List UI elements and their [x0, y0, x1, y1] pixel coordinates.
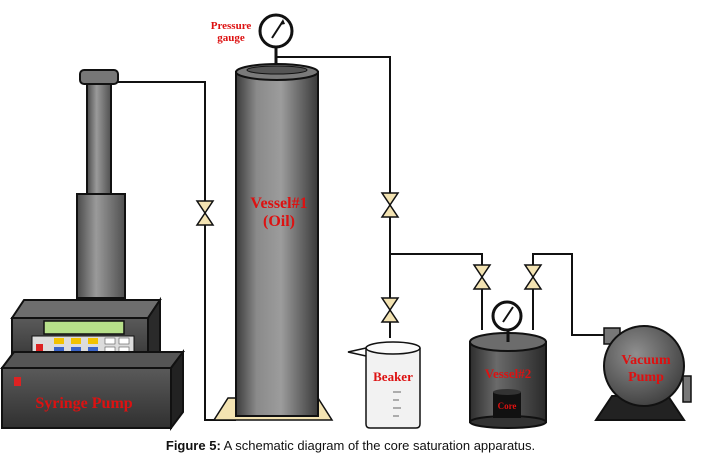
vessel-1: Vessel#1 (Oil)	[212, 63, 334, 421]
pressure-gauge-label-line1: Pressure	[211, 20, 252, 32]
valve-icon	[472, 264, 492, 290]
caption-text: A schematic diagram of the core saturati…	[220, 438, 536, 453]
core-sample	[493, 392, 521, 418]
core-label: Core	[498, 401, 517, 411]
vessel-2: Core Vessel#2	[469, 300, 547, 429]
figure-caption: Figure 5: A schematic diagram of the cor…	[0, 438, 701, 453]
pump-base-side	[170, 349, 184, 431]
beaker-spout	[347, 347, 367, 357]
beaker-rim	[365, 341, 421, 355]
pressure-gauge-label-line2: gauge	[217, 32, 245, 44]
key	[118, 337, 130, 345]
key	[54, 347, 64, 353]
key	[104, 337, 116, 345]
beaker-body	[365, 348, 421, 429]
vessel2-gauge-needle	[502, 306, 514, 323]
vacuum-pump-body	[603, 325, 685, 407]
valve-icon	[380, 297, 400, 323]
pump-housing-top	[10, 299, 162, 319]
vacuum-pump-label-line2: Pump	[628, 370, 664, 385]
vessel2-label: Vessel#2	[485, 366, 531, 381]
syringe-rod	[86, 83, 112, 195]
vacuum-pump-outlet	[682, 375, 692, 403]
syringe-pump-label: Syringe Pump	[35, 395, 132, 412]
vessel1-label-line2: (Oil)	[263, 213, 295, 230]
pump-display	[43, 320, 125, 335]
key	[54, 338, 64, 344]
key	[71, 347, 81, 353]
core-top	[493, 389, 521, 395]
key	[88, 338, 98, 344]
pipe-manifold	[390, 253, 483, 330]
pump-base-indicator	[14, 377, 21, 386]
pump-base-front	[1, 367, 172, 429]
beaker-label: Beaker	[373, 369, 413, 384]
valves	[195, 192, 543, 323]
pressure-gauge-top: Pressure gauge	[211, 13, 294, 64]
syringe-pump: Syringe Pump	[0, 69, 185, 431]
valve-icon	[523, 264, 543, 290]
vessel1-body	[235, 71, 319, 417]
vessel1-label-line1: Vessel#1	[250, 195, 307, 212]
vacuum-pump-label-line1: Vacuum	[621, 353, 671, 368]
syringe-body	[76, 193, 126, 299]
valve-icon	[380, 192, 400, 218]
beaker-graduations	[393, 391, 401, 417]
syringe-column-cap	[79, 69, 119, 85]
vacuum-pump: Vacuum Pump	[594, 325, 692, 421]
key	[71, 338, 81, 344]
gauge-needle-tip	[280, 19, 285, 25]
caption-prefix: Figure 5:	[165, 438, 221, 453]
key	[88, 347, 98, 353]
vessel1-top-inner	[246, 65, 308, 75]
pump-base-top	[0, 351, 185, 369]
pipe-vacuum	[532, 253, 612, 336]
beaker: Beaker	[347, 341, 421, 429]
valve-icon	[195, 200, 215, 226]
